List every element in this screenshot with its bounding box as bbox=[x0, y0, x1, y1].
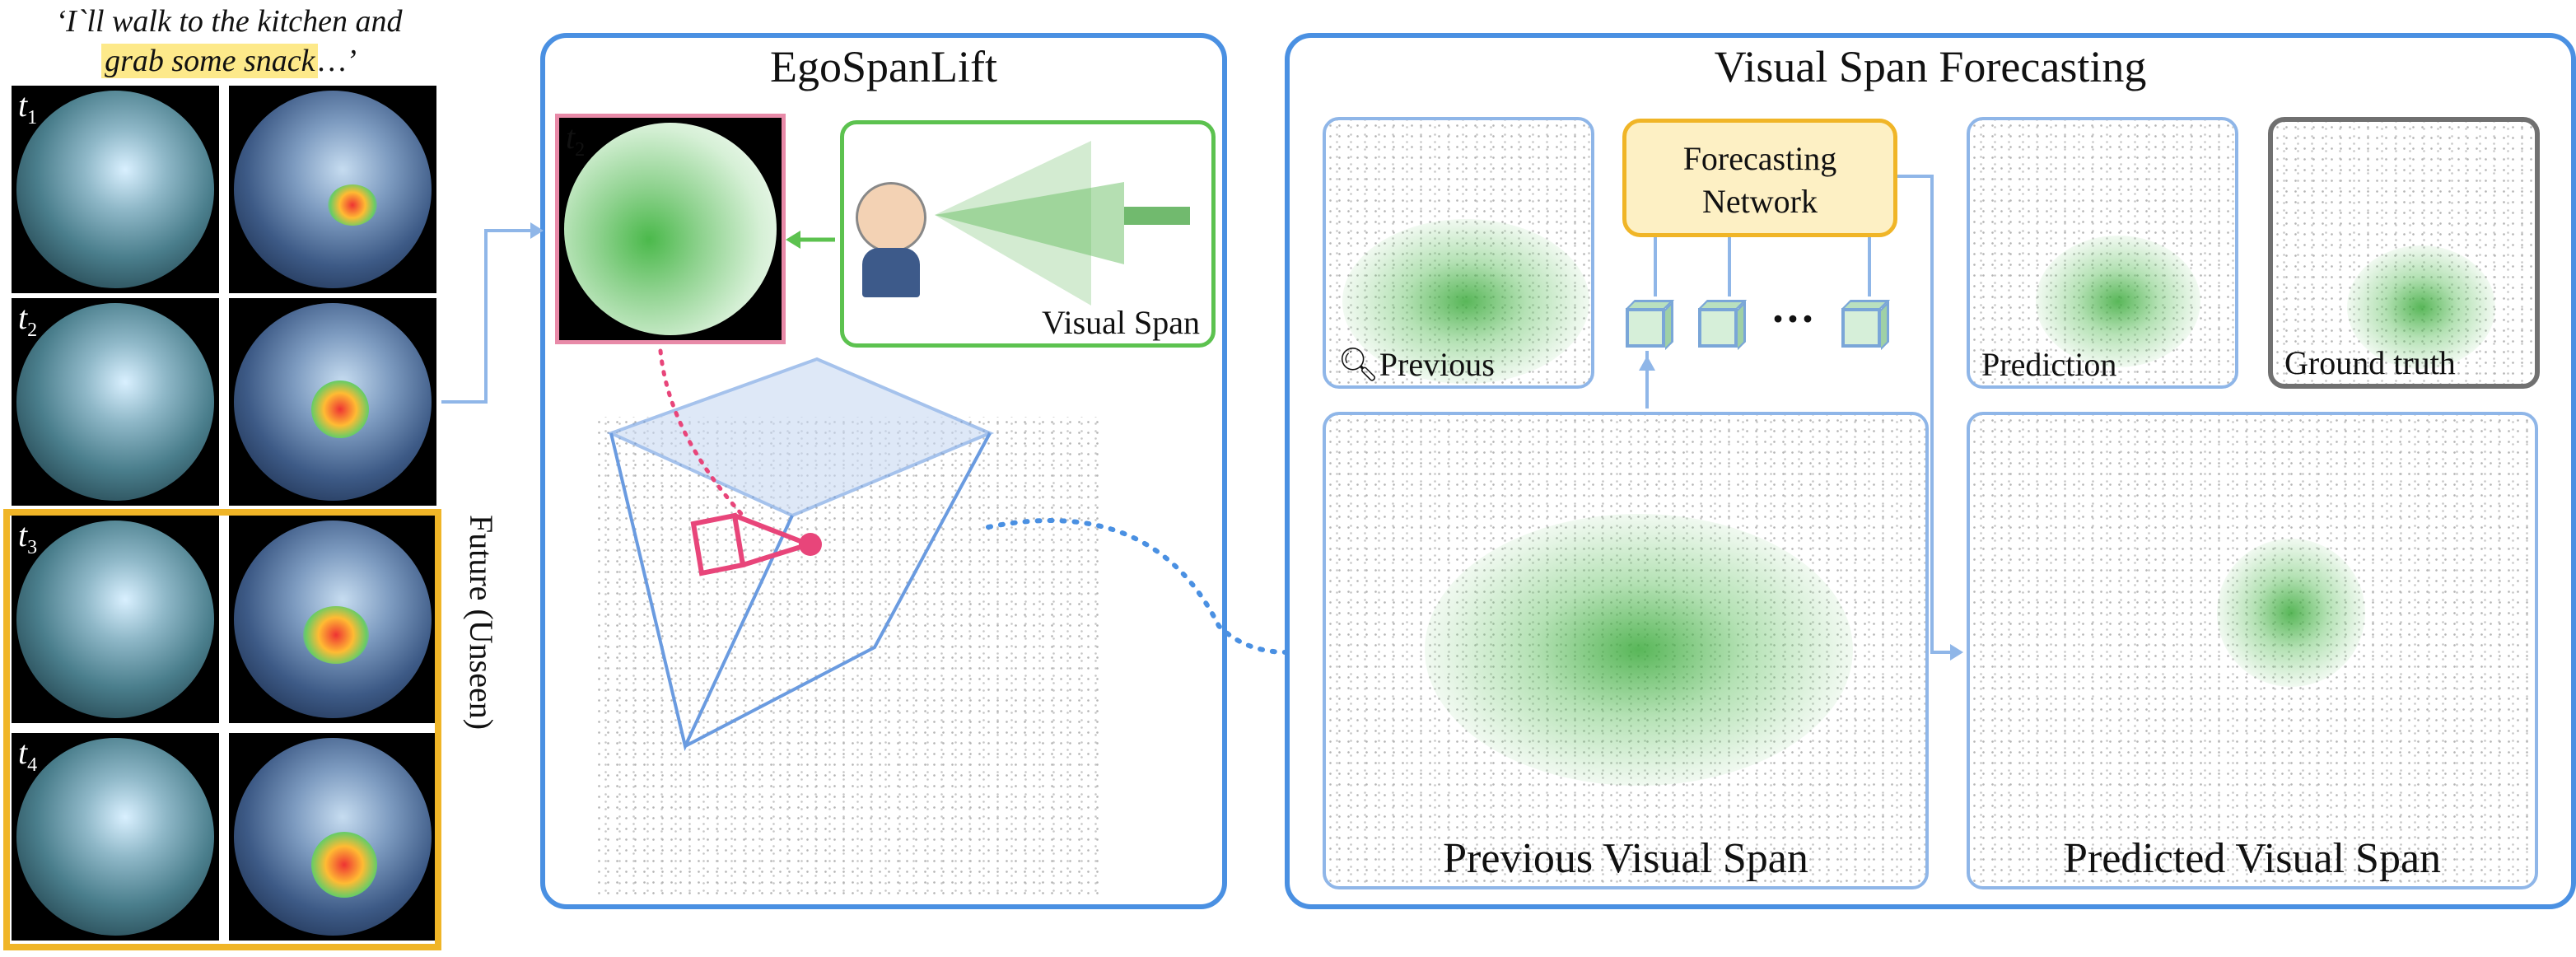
magnifier-icon: 🔍︎ bbox=[1337, 346, 1379, 383]
previous-thumbnail: 🔍︎Previous bbox=[1323, 117, 1594, 389]
frame-rgb-t4: t4 bbox=[12, 733, 219, 941]
ground-truth-label: Ground truth bbox=[2284, 344, 2456, 381]
inset-time-label: t2 bbox=[566, 119, 586, 161]
latent-token-2 bbox=[1698, 308, 1738, 348]
span-heatmap bbox=[2036, 236, 2200, 367]
egospanlift-panel: EgoSpanLift t2 Visual Span bbox=[540, 33, 1227, 909]
projection-link bbox=[658, 348, 745, 518]
projected-span-image bbox=[564, 123, 777, 335]
token-ellipsis: ··· bbox=[1771, 294, 1816, 343]
span-heatmap bbox=[2347, 245, 2495, 369]
previous-label: 🔍︎Previous bbox=[1337, 346, 1495, 383]
previous-visual-span-view: Previous Visual Span bbox=[1323, 412, 1929, 889]
person-body-icon bbox=[862, 248, 920, 297]
time-label: t1 bbox=[18, 86, 38, 128]
view-cone-icon bbox=[935, 141, 1190, 306]
gaze-heatmap bbox=[311, 832, 377, 898]
person-avatar-icon bbox=[856, 182, 926, 253]
fisheye-image bbox=[16, 738, 214, 936]
quote-highlight: grab some snack bbox=[101, 44, 319, 78]
inset-frame-t2: t2 bbox=[555, 114, 786, 344]
quote-ellipsis: …’ bbox=[318, 44, 357, 78]
fisheye-image bbox=[16, 91, 214, 288]
forecasting-network-box: Forecasting Network bbox=[1622, 119, 1897, 237]
fisheye-image bbox=[234, 91, 432, 288]
frame-rgb-t1: t1 bbox=[12, 86, 219, 293]
gaze-heatmap bbox=[328, 184, 377, 226]
span-heatmap bbox=[2217, 539, 2365, 687]
frame-heatmap-t4 bbox=[229, 733, 436, 941]
point-cloud-texture bbox=[595, 417, 1105, 894]
span-heatmap bbox=[1425, 514, 1853, 786]
previous-visual-span-label: Previous Visual Span bbox=[1443, 835, 1808, 882]
latent-token-1 bbox=[1626, 308, 1665, 348]
predicted-visual-span-view: Predicted Visual Span bbox=[1967, 412, 2538, 889]
frame-heatmap-t3 bbox=[229, 516, 436, 723]
frame-rgb-t3: t3 bbox=[12, 516, 219, 723]
forecasting-title: Visual Span Forecasting bbox=[1714, 42, 2147, 91]
span-heatmap bbox=[1342, 219, 1589, 384]
egospanlift-title: EgoSpanLift bbox=[770, 42, 997, 91]
latent-token-n bbox=[1841, 308, 1881, 348]
prediction-label: Prediction bbox=[1981, 346, 2117, 383]
voxel-box-edge bbox=[684, 432, 992, 748]
quote-line1: ‘I`ll walk to the kitchen and bbox=[55, 4, 403, 39]
network-label-line1: Forecasting bbox=[1682, 140, 1837, 177]
frame-heatmap-t2 bbox=[229, 298, 436, 506]
fisheye-image bbox=[16, 303, 214, 501]
time-label: t4 bbox=[18, 734, 38, 776]
time-label: t2 bbox=[18, 299, 38, 341]
predicted-visual-span-label: Predicted Visual Span bbox=[2063, 835, 2442, 882]
future-frames-box bbox=[3, 509, 441, 950]
network-label-line2: Network bbox=[1702, 183, 1818, 220]
caption-quote: ‘I`ll walk to the kitchen and grab some … bbox=[7, 2, 451, 81]
gaze-heatmap bbox=[311, 380, 369, 438]
frame-rgb-t2: t2 bbox=[12, 298, 219, 506]
future-label: Future (Unseen) bbox=[463, 515, 500, 731]
egospanlift-overlay bbox=[606, 231, 995, 752]
fisheye-image bbox=[16, 521, 214, 718]
frame-heatmap-t1 bbox=[229, 86, 436, 293]
visual-span-box: Visual Span bbox=[840, 120, 1216, 348]
camera-center-icon bbox=[799, 533, 822, 556]
prediction-thumbnail: Prediction bbox=[1967, 117, 2238, 389]
visual-span-label: Visual Span bbox=[1041, 304, 1200, 341]
gaze-heatmap bbox=[303, 606, 369, 664]
time-label: t3 bbox=[18, 516, 38, 558]
scene-point-cloud bbox=[595, 417, 1105, 894]
ground-truth-thumbnail: Ground truth bbox=[2268, 117, 2540, 389]
